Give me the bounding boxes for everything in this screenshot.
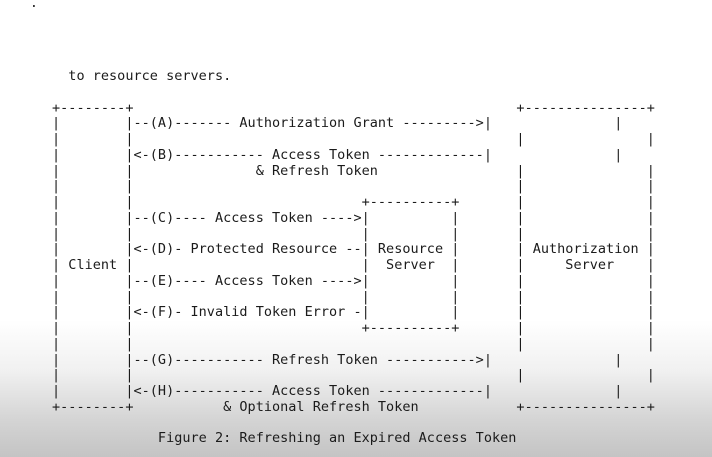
figure-caption: Figure 2: Refreshing an Expired Access T…: [52, 430, 517, 447]
flow-c-access-token: | |--(C)---- Access Token ---->| | | |: [52, 209, 655, 226]
flow-a-authorization-grant: | |--(A)------- Authorization Grant ----…: [52, 115, 623, 132]
flow-d-protected-resource: | |<-(D)- Protected Resource --| Resourc…: [52, 241, 655, 258]
flow-h-access-token: | |<-(H)----------- Access Token -------…: [52, 383, 623, 399]
blank-line: [52, 85, 655, 101]
diagram-line: | | | | | |: [52, 225, 655, 242]
diagram-line: | | | |: [52, 367, 655, 384]
diagram-line: | | | |: [52, 335, 655, 352]
diagram-bottom-border: +--------+ & Optional Refresh Token +---…: [52, 398, 655, 415]
client-label-line: | Client | | Server | | Server |: [52, 257, 655, 273]
diagram-line: | | | | | |: [52, 288, 655, 305]
resource-server-top-border: | | +----------+ | |: [52, 194, 655, 210]
flow-e-access-token: | |--(E)---- Access Token ---->| | | |: [52, 272, 655, 289]
flow-b-refresh-token: | | & Refresh Token | |: [52, 162, 655, 179]
diagram-line: | | | |: [52, 131, 655, 147]
flow-g-refresh-token: | |--(G)----------- Refresh Token ------…: [52, 351, 623, 368]
blank-line: [52, 416, 655, 432]
stray-dot: .: [30, 0, 38, 11]
intro-text-line: to resource servers.: [52, 68, 232, 84]
resource-server-bottom-border: | | +----------+ | |: [52, 320, 655, 336]
oauth-refresh-diagram: to resource servers. +--------+ +--------…: [52, 68, 655, 447]
diagram-line: | | | |: [52, 178, 655, 195]
flow-f-invalid-token-error: | |<-(F)- Invalid Token Error -| | | |: [52, 304, 655, 321]
flow-b-access-token: | |<-(B)----------- Access Token -------…: [52, 146, 623, 163]
diagram-top-border: +--------+ +---------------+: [52, 99, 655, 116]
